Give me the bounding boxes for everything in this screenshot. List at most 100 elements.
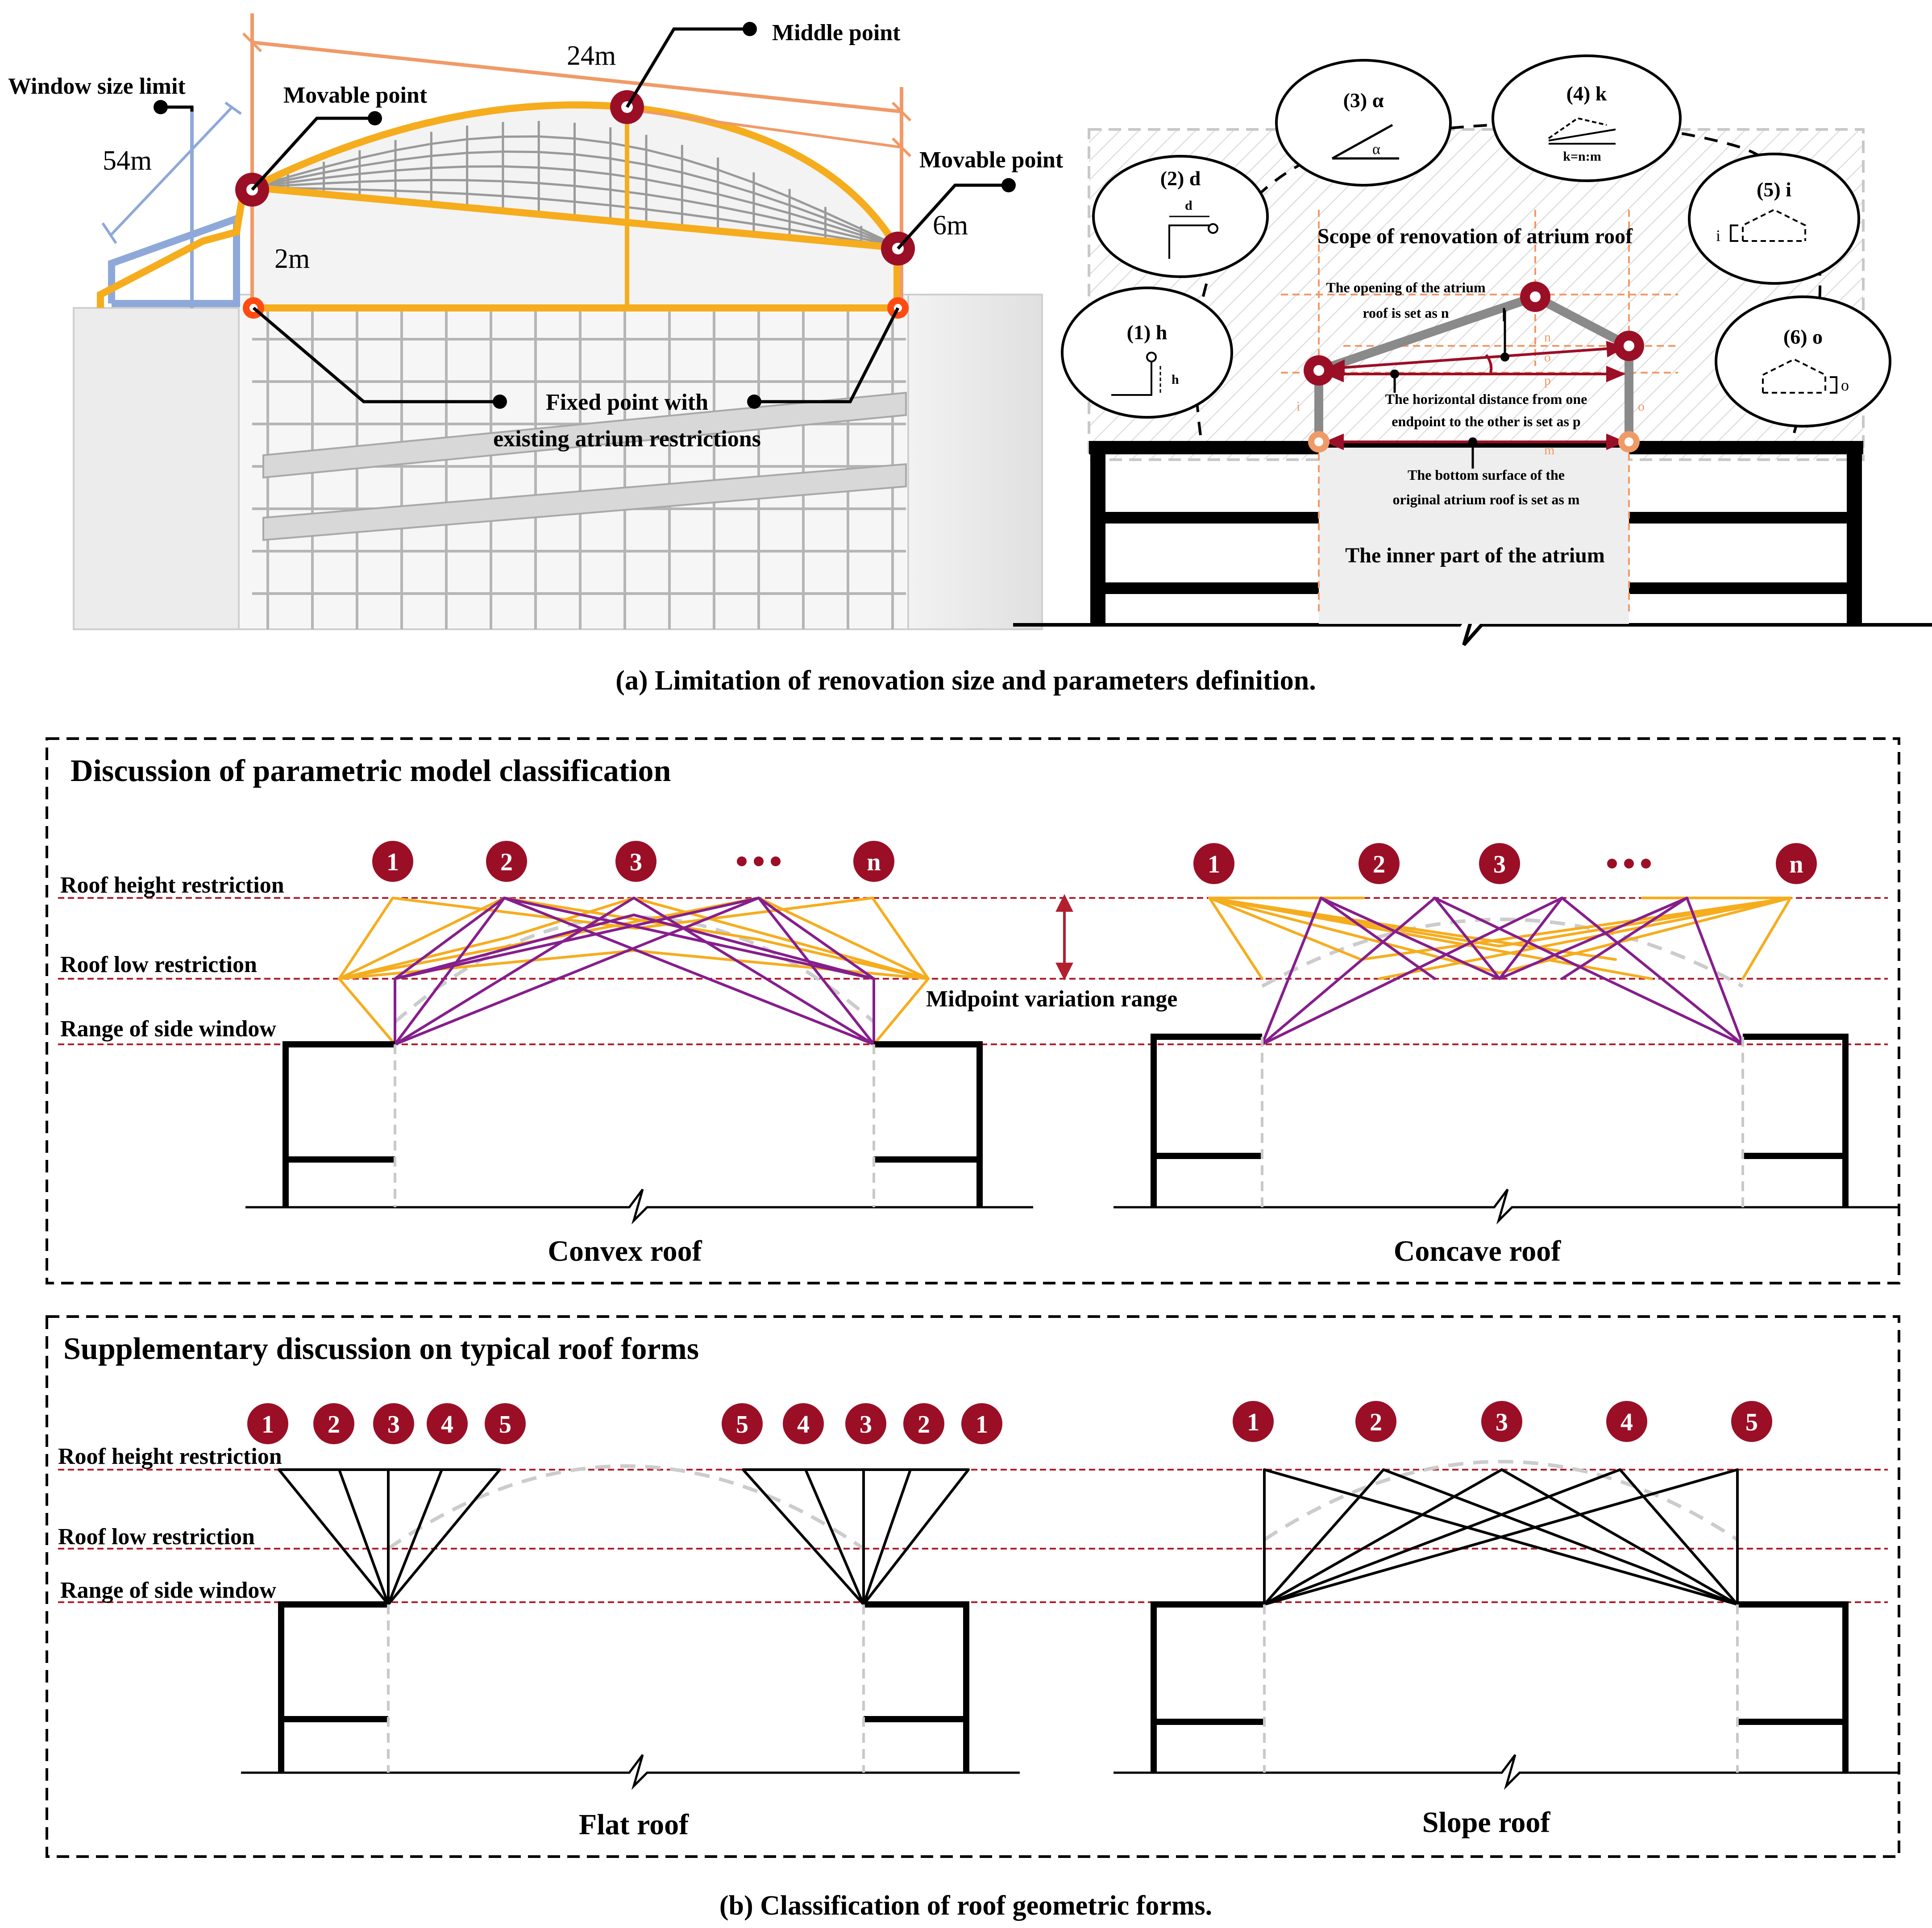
number-badge-label: 5 bbox=[499, 1411, 511, 1438]
leader-lines bbox=[161, 27, 1009, 403]
number-badge-label: 3 bbox=[1496, 1409, 1508, 1436]
number-badge-label: 1 bbox=[1208, 851, 1220, 878]
number-badge-label: n bbox=[1789, 851, 1803, 878]
roof-purlin bbox=[252, 179, 897, 248]
mark-o: o bbox=[1544, 350, 1551, 365]
number-badge-label: 1 bbox=[262, 1411, 274, 1438]
gable-left-point bbox=[1304, 355, 1334, 386]
slope-roof-line bbox=[1263, 1468, 1385, 1606]
number-badge-label: 3 bbox=[860, 1411, 872, 1438]
base-left-point bbox=[1308, 431, 1330, 453]
concave-purple-line bbox=[1498, 897, 1688, 980]
bottom-label-line1: The bottom surface of the bbox=[1408, 467, 1565, 483]
svg-text:(1) h: (1) h bbox=[1127, 321, 1168, 344]
mark-i: i bbox=[1296, 399, 1300, 414]
number-badge-label: 2 bbox=[1370, 1409, 1382, 1436]
atrium-rendering: Window size limit 54m 24m 6m 2m Movable … bbox=[8, 13, 1064, 630]
midpoint-range-arrow bbox=[1055, 894, 1073, 981]
param-bubble-i: (5) i i bbox=[1688, 153, 1860, 285]
svg-text:o: o bbox=[1841, 376, 1849, 394]
param-bubble-h: (1) h h bbox=[1061, 287, 1233, 419]
number-badge-label: 4 bbox=[797, 1411, 810, 1438]
convex-orange-line bbox=[873, 977, 930, 1046]
number-badge bbox=[615, 841, 656, 882]
ellipsis-dot bbox=[1624, 859, 1634, 868]
convex-building-section bbox=[245, 1041, 1033, 1225]
concave-orange-line bbox=[1741, 897, 1792, 980]
number-badge-label: 2 bbox=[328, 1411, 340, 1438]
typical-forms-box: Supplementary discussion on typical roof… bbox=[46, 1315, 1900, 1858]
number-badge bbox=[373, 1403, 414, 1444]
roof-purlin bbox=[252, 150, 897, 247]
box2-roof-height-label: Roof height restriction bbox=[58, 1444, 282, 1469]
convex-orange-line bbox=[391, 897, 637, 930]
flat-roof-line bbox=[804, 1468, 865, 1606]
number-badge bbox=[313, 1403, 354, 1444]
number-badge-label: 5 bbox=[736, 1411, 748, 1438]
number-badge bbox=[427, 1403, 468, 1444]
param-bubble-alpha: (3) α α bbox=[1275, 59, 1452, 187]
number-badge bbox=[1731, 1401, 1772, 1442]
concave-orange-line bbox=[1498, 897, 1792, 974]
left-wall bbox=[1151, 1034, 1262, 1207]
concave-purple-line bbox=[1686, 897, 1744, 1046]
gable-right-point bbox=[1614, 331, 1644, 361]
right-wall bbox=[874, 1041, 983, 1207]
horizontal-label-line1: The horizontal distance from one bbox=[1385, 391, 1587, 407]
window-size-limit-frame bbox=[101, 101, 242, 308]
concave-purple-line bbox=[1498, 897, 1563, 980]
box2-side-window-label: Range of side window bbox=[60, 1578, 276, 1603]
right-wall bbox=[1737, 1601, 1849, 1773]
convex-purple-line bbox=[394, 897, 760, 980]
floor-slabs bbox=[262, 391, 907, 541]
flat-roof-line bbox=[862, 1468, 970, 1606]
convex-purple-line bbox=[757, 897, 875, 980]
roof-purlin bbox=[252, 186, 897, 249]
number-badge bbox=[1776, 843, 1817, 884]
fixed-point-label-line2: existing atrium restrictions bbox=[493, 426, 761, 452]
concave-purple-line bbox=[1261, 897, 1322, 1046]
concave-roof-label: Concave roof bbox=[1394, 1235, 1562, 1267]
slope-roof-line bbox=[1500, 1468, 1739, 1606]
concave-purple-line bbox=[1433, 897, 1501, 980]
flat-roof-label: Flat roof bbox=[579, 1808, 689, 1841]
convex-orange-line bbox=[338, 897, 394, 980]
concave-purple-line bbox=[1320, 897, 1501, 980]
number-badge-label: 3 bbox=[1493, 851, 1506, 878]
number-badge bbox=[1193, 843, 1234, 884]
number-badge bbox=[486, 841, 527, 882]
right-wall bbox=[864, 1601, 969, 1773]
svg-text:d: d bbox=[1185, 198, 1192, 213]
flat-roof-line bbox=[387, 1468, 501, 1606]
flat-roof-line bbox=[278, 1468, 390, 1606]
ellipsis-dot bbox=[1607, 859, 1617, 868]
flat-roof-line bbox=[338, 1468, 390, 1606]
number-badge bbox=[1481, 1401, 1522, 1442]
concave-orange-line bbox=[1378, 897, 1792, 980]
svg-text:α: α bbox=[1372, 141, 1380, 158]
number-badge bbox=[1355, 1401, 1396, 1442]
convex-roof-lines bbox=[338, 897, 930, 1046]
gable-top-point bbox=[1520, 282, 1550, 312]
inner-atrium-label: The inner part of the atrium bbox=[1345, 544, 1605, 567]
number-badge bbox=[722, 1403, 763, 1444]
dimension-lines bbox=[242, 13, 912, 308]
concave-purple-line bbox=[1561, 897, 1688, 980]
movable-point-left-label: Movable point bbox=[283, 83, 428, 108]
concave-orange-line bbox=[1498, 897, 1792, 947]
svg-text:(3) α: (3) α bbox=[1343, 89, 1384, 112]
scope-label: Scope of renovation of atrium roof bbox=[1317, 224, 1633, 248]
reference-arc bbox=[394, 915, 875, 1024]
slope-roof-line bbox=[1263, 1468, 1739, 1606]
concave-purple-line bbox=[1561, 897, 1744, 1046]
box2-roof-low-label: Roof low restriction bbox=[58, 1524, 255, 1550]
box1-roof-height-label: Roof height restriction bbox=[60, 873, 284, 898]
reference-arc bbox=[387, 1464, 865, 1550]
box1-roof-low-label: Roof low restriction bbox=[60, 952, 257, 977]
slope-building-section bbox=[1113, 1601, 1899, 1790]
mark-o-right: o bbox=[1638, 399, 1645, 414]
caption-b: (b) Classification of roof geometric for… bbox=[719, 1891, 1212, 1921]
number-badge-label: 1 bbox=[386, 848, 399, 876]
